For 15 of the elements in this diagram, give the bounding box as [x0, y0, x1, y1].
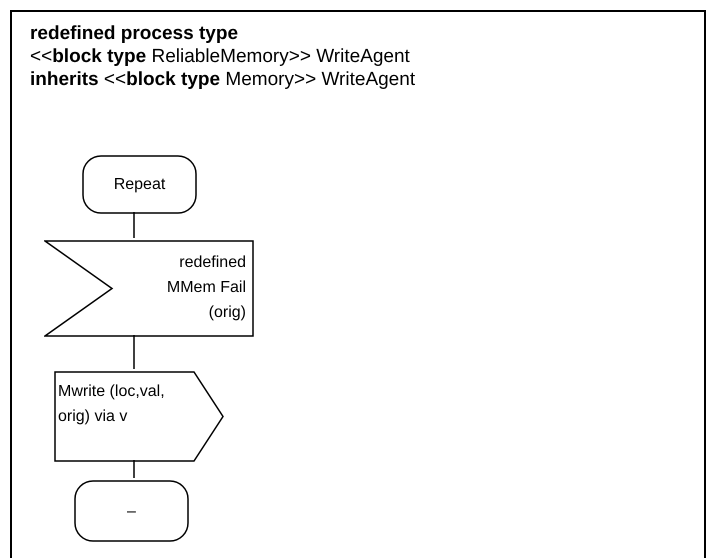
input-signal-symbol — [44, 240, 254, 337]
symbol-text: redefined MMem Fail (orig) — [166, 254, 246, 321]
symbol-text: – — [127, 502, 136, 522]
state-symbol — [74, 480, 189, 542]
flow-line — [133, 212, 135, 238]
frame-heading: inherits <<block type Memory>> WriteAgent — [30, 68, 416, 91]
frame-heading: <<block type ReliableMemory>> WriteAgent — [30, 45, 411, 68]
symbol-text: Mwrite (loc,val, orig) via v — [58, 383, 165, 425]
frame-heading: redefined process type — [30, 22, 240, 45]
flow-line — [133, 335, 135, 369]
flow-line — [133, 460, 135, 478]
state-symbol — [82, 155, 197, 214]
frame-box — [10, 10, 706, 558]
output-signal-symbol — [54, 371, 224, 462]
symbol-text: Repeat — [114, 175, 166, 195]
